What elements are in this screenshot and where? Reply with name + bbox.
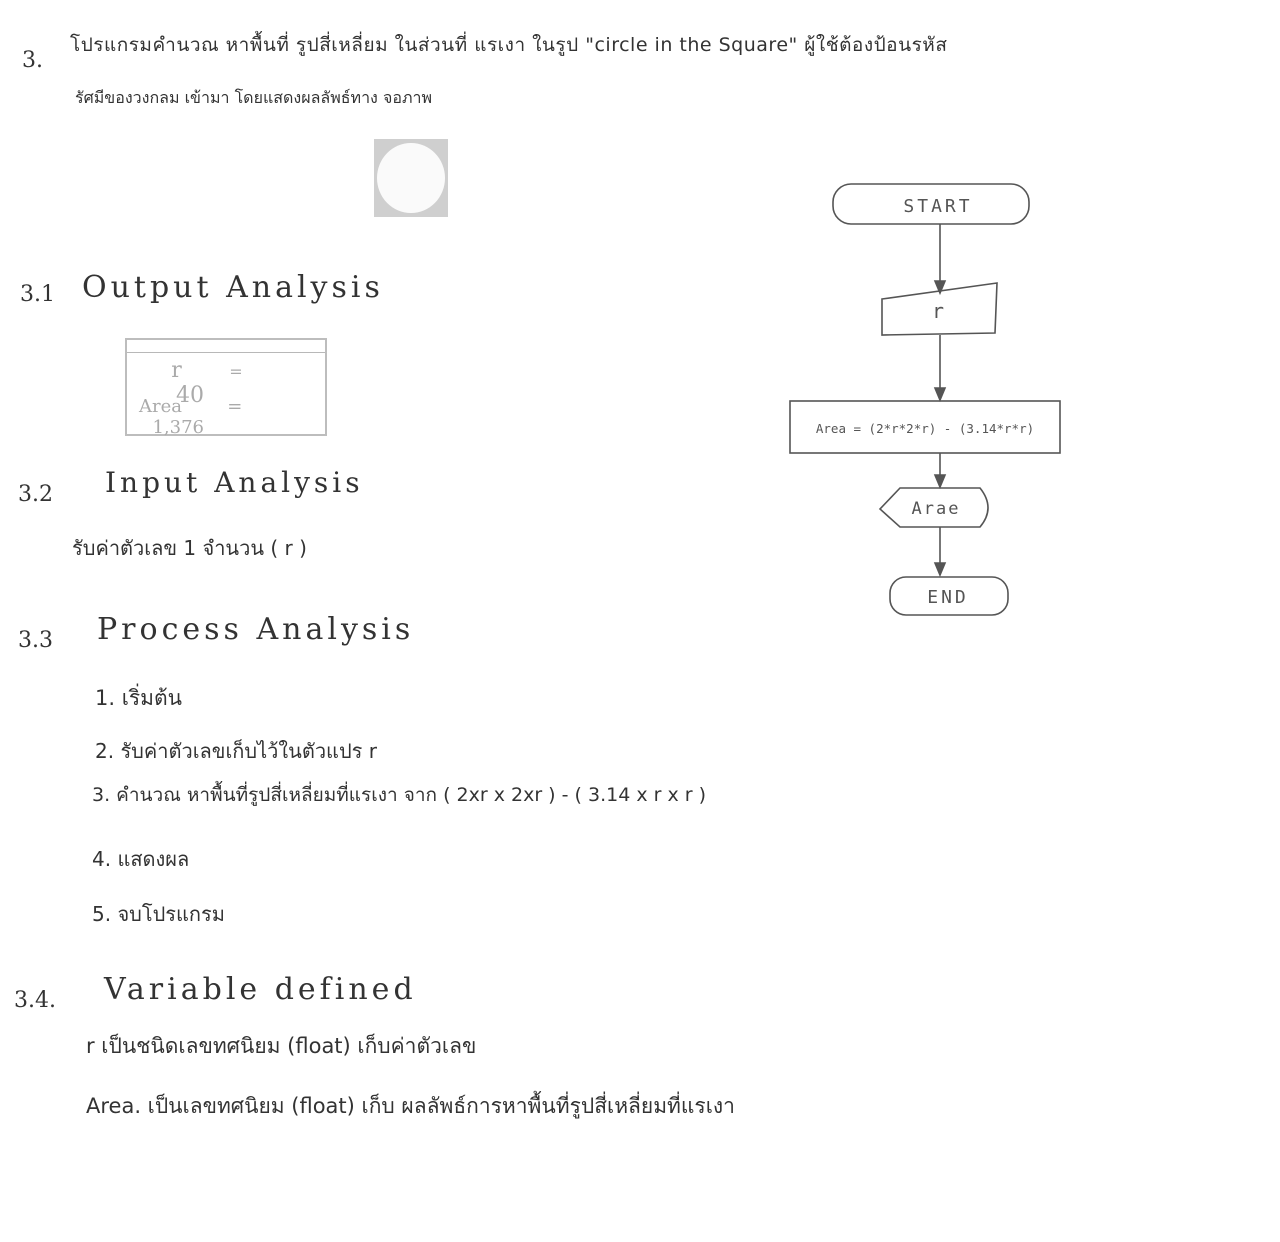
section-3-1-number: 3.1 [20,282,55,307]
section-3-2-heading: Input Analysis [105,466,364,499]
output-r-value: 40 [176,383,204,408]
output-row-r: r = 40 [139,358,315,408]
circle-in-square-image [374,139,448,217]
output-r-label: r [171,358,182,383]
flowchart-end-shape [889,576,1009,616]
flowchart-output-label: Arae [912,499,961,519]
section-3-4-heading: Variable defined [104,972,417,1007]
variable-r-line: r เป็นชนิดเลขทศนิยม (float) เก็บค่าตัวเล… [86,1034,477,1058]
output-area-value: 1,376 [152,417,204,438]
flowchart-process-shape [789,400,1061,454]
flowchart-start-shape [832,183,1030,225]
question-line-2: รัศมีของวงกลม เข้ามา โดยแสดงผลลัพธ์ทาง จ… [75,88,433,107]
question-line-1: โปรแกรมคำนวณ หาพื้นที่ รูปสี่เหลี่ยม ในส… [70,34,948,56]
output-row-area: Area = 1,376 [139,396,315,438]
flowchart: START r Area = (2*r*2*r) - (3.14*r*r) Ar… [789,183,1061,616]
variable-area-line: Area. เป็นเลขทศนิยม (float) เก็บ ผลลัพธ์… [86,1094,735,1118]
section-3-3-number: 3.3 [18,628,53,653]
section-3-4-number: 3.4. [14,988,56,1013]
section-3-2-body: รับค่าตัวเลข 1 จำนวน ( r ) [72,536,307,560]
section-3-3-heading: Process Analysis [97,612,415,647]
output-sample-box: r = 40 Area = 1,376 [125,338,327,438]
process-step-4: 4. แสดงผล [92,847,190,871]
process-step-5: 5. จบโปรแกรม [92,902,225,926]
output-r-sep: = [229,362,243,381]
question-number: 3. [22,48,43,73]
flowchart-end-label: END [927,587,969,608]
output-area-sep: = [227,396,243,417]
flowchart-start-label: START [903,196,972,217]
flowchart-process-label: Area = (2*r*2*r) - (3.14*r*r) [816,421,1034,436]
flowchart-input-shape [881,282,998,336]
process-step-1: 1. เริ่มต้น [95,686,183,710]
flowchart-input-label: r [932,299,944,323]
flowchart-output-shape [878,487,989,528]
process-step-3: 3. คำนวณ หาพื้นที่รูปสี่เหลี่ยมที่แรเงา … [92,784,707,806]
output-area-label: Area [139,396,182,417]
section-3-1-heading: Output Analysis [82,270,384,305]
section-3-2-number: 3.2 [18,482,53,507]
process-step-2: 2. รับค่าตัวเลขเก็บไว้ในตัวแปร r [95,739,377,763]
